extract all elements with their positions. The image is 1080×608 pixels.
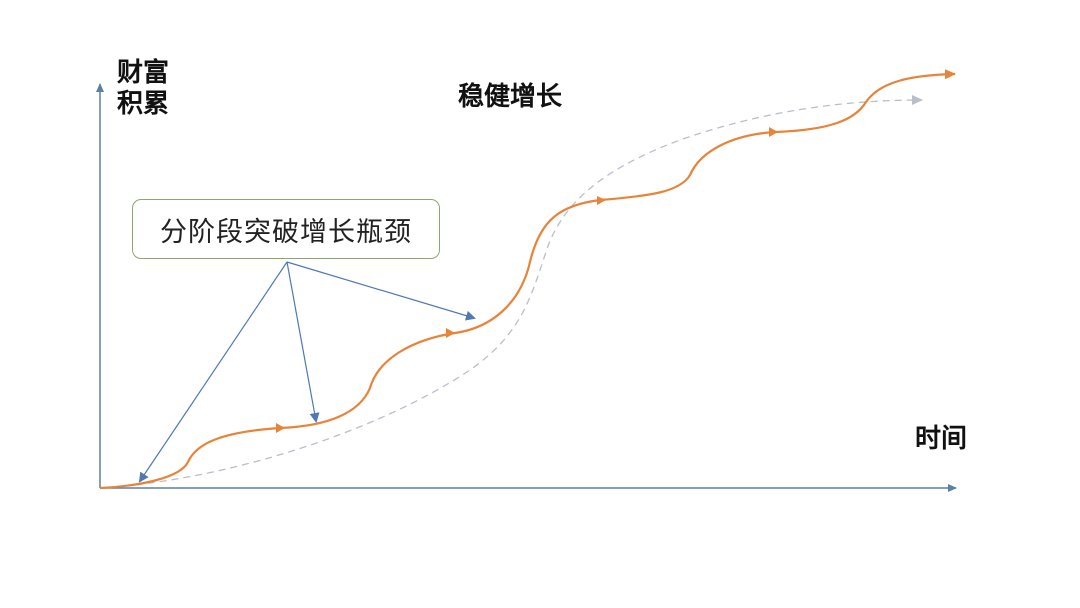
plateau-arrow-icon [276,423,285,433]
stepped-growth-curve [99,69,956,490]
callout-arrow [286,261,476,321]
y-axis-label: 财富 积累 [117,58,187,120]
callout-box: 分阶段突破增长瓶颈 [132,199,440,259]
plateau-arrow-icon [769,127,778,137]
callout-text: 分阶段突破增长瓶颈 [160,216,412,248]
steady-growth-curve [99,95,923,489]
y-axis-label-line2: 积累 [117,89,170,119]
diagram-title: 稳健增长 [458,82,563,112]
plateau-arrow-icon [597,196,606,205]
plateau-arrow-icon [446,328,455,338]
callout-arrow [286,261,320,423]
x-axis-label: 时间 [915,424,968,454]
callout-arrow [138,261,288,483]
y-axis-label-line1: 财富 [117,58,170,88]
